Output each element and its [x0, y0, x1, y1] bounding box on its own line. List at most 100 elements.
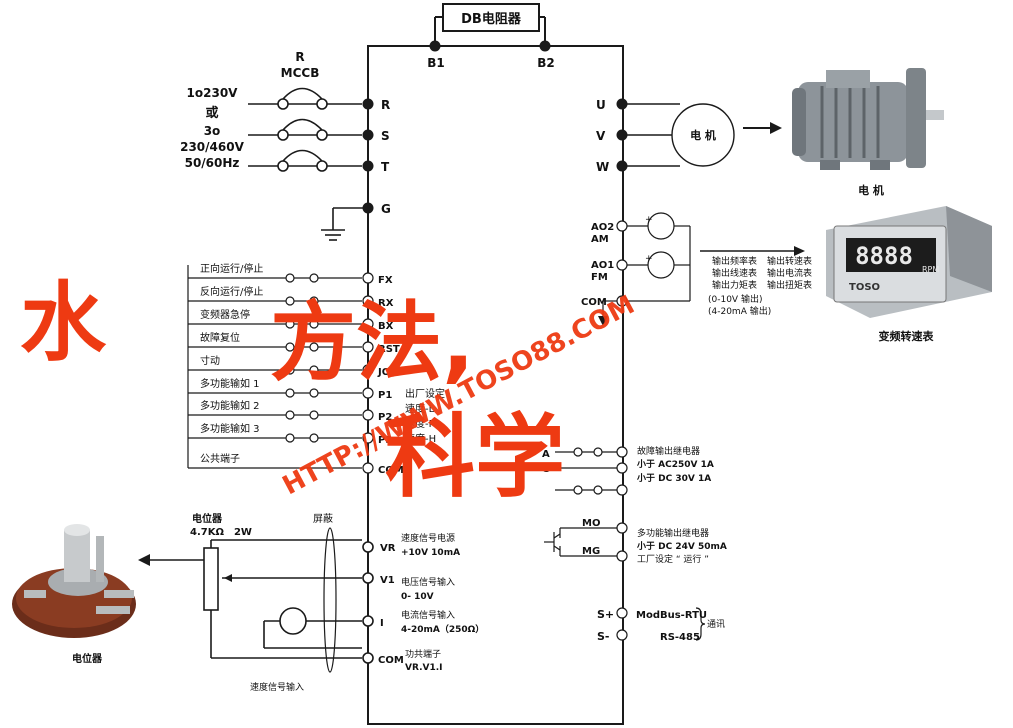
pot-label: 电位器 [192, 512, 223, 525]
pot-spec: 4.7KΩ 2W [190, 527, 252, 538]
terminal-jog: JOG [377, 367, 398, 378]
out-item-6: 输出扭矩表 [767, 279, 812, 291]
terminal-p2: P2 [378, 412, 392, 423]
relay-spec-dc: 小于 DC 30V 1A [636, 472, 711, 484]
mo-spec: 小于 DC 24V 50mA [636, 540, 727, 552]
terminal-com-ai: COM [378, 655, 404, 666]
out-item-2: 输出转速表 [767, 255, 812, 267]
terminal-t: T [381, 160, 390, 174]
speed-set-h: 速度-H [405, 432, 436, 445]
watermark: HTTP://WWW.TOSO88.COM 水 方法, 科学 [20, 273, 640, 510]
input-label-p2: 多功能输如 2 [200, 399, 260, 412]
motor-circle-label: 电 机 [690, 128, 716, 142]
supply-or: 或 [205, 105, 218, 121]
mccb-label: MCCB [281, 66, 320, 80]
terminal-ao1: AO1 [591, 260, 614, 271]
motor-image [792, 68, 944, 170]
terminal-w: W [596, 160, 609, 174]
motor-output: U V W 电 机 [596, 98, 782, 174]
watermark-char-2: 方法, [270, 293, 475, 393]
terminal-fx: FX [378, 275, 393, 286]
terminal-i: I [380, 618, 384, 629]
analog-input: 电位器 4.7KΩ 2W 屏蔽 VR V1 I COM [138, 512, 484, 693]
terminal-b1: B1 [427, 56, 445, 70]
analog-output: AO2 AM AO1 FM COM + + 输出频率表 输出转速表 输出线速表 … [581, 212, 812, 326]
arrow-right-icon [794, 246, 805, 256]
com-spec: VR.V1.I [405, 663, 442, 673]
input-label-p1: 多功能输如 1 [200, 377, 260, 390]
out-range-ma: (4-20mA 输出) [708, 305, 771, 317]
terminal-u: U [596, 98, 606, 112]
terminal-v1: V1 [380, 575, 395, 586]
modbus-label: ModBus-RTU [636, 610, 707, 621]
terminal-v: V [596, 129, 606, 143]
terminal-b2: B2 [537, 56, 555, 70]
supply-frequency: 50/60Hz [185, 156, 240, 170]
watermark-char-1: 水 [20, 273, 107, 373]
terminal-com-in: COM [378, 465, 404, 476]
supply-3phase: 3o [204, 124, 221, 138]
terminal-g: G [381, 202, 391, 216]
terminal-com-ao: COM [581, 297, 607, 308]
vr-desc: 速度信号电源 [401, 532, 455, 544]
mo-default: 工厂设定 “ 运行 ” [637, 553, 709, 565]
digital-inputs: 正向运行/停止 反向运行/停止 变频器急停 故障复位 寸动 多功能输如 1 多功… [187, 262, 445, 476]
speed-set-l: 速度-L [405, 402, 435, 415]
terminal-rx: RX [378, 298, 394, 309]
terminal-am: AM [591, 234, 609, 245]
terminal-bx: BX [378, 321, 394, 332]
out-range-v: (0-10V 输出) [708, 293, 762, 305]
terminal-splus: S+ [597, 608, 614, 621]
input-label-fx: 正向运行/停止 [200, 262, 263, 275]
relay-title: 故障输出继电器 [637, 445, 700, 457]
inverter-body [367, 45, 624, 725]
out-item-4: 输出电流表 [767, 267, 812, 279]
supply-voltage: 230/460V [180, 140, 244, 154]
out-item-1: 输出频率表 [712, 255, 757, 267]
i-desc: 电流信号输入 [401, 609, 455, 621]
terminal-s: S [381, 129, 390, 143]
multi-output: MO MG 多功能输出继电器 小于 DC 24V 50mA 工厂设定 “ 运行 … [544, 518, 727, 565]
input-label-rx: 反向运行/停止 [200, 285, 263, 298]
speed-set-m: 速度-M [405, 417, 437, 430]
speed-set-1: 出厂设定 [405, 387, 445, 400]
rs485-label: RS-485 [660, 632, 700, 643]
input-label-p3: 多功能输如 3 [200, 422, 260, 435]
out-item-5: 输出力矩表 [712, 279, 757, 291]
comm-port: S+ S- ModBus-RTU RS-485 通讯 [597, 607, 725, 643]
supply-1phase: 1o230V [187, 86, 239, 100]
com-desc: 功共端子 [405, 648, 441, 660]
input-label-bx: 变频器急停 [200, 308, 250, 321]
terminal-p3: P3 [378, 435, 392, 446]
db-resistor: DB电阻器 B1 B2 [427, 3, 555, 70]
tachometer-image: 8888 RPM TOSO [826, 206, 992, 318]
meter-brand: TOSO [849, 282, 880, 293]
input-label-com: 公共端子 [200, 452, 240, 465]
terminal-r: R [381, 98, 390, 112]
meter-caption: 变频转速表 [879, 329, 935, 343]
mo-title: 多功能输出继电器 [637, 527, 709, 539]
relay-a: A [542, 449, 550, 460]
arrow-left-icon [138, 554, 204, 566]
terminal-rst: RST [378, 344, 400, 355]
meter-digits: 8888 [855, 242, 913, 270]
input-label-rst: 故障复位 [200, 331, 240, 344]
svg-text:+: + [645, 215, 653, 225]
pot-caption: 电位器 [72, 652, 103, 665]
i-spec: 4-20mA（250Ω） [401, 624, 484, 635]
watermark-char-3: 科学 [385, 405, 565, 510]
terminal-p1: P1 [378, 390, 392, 401]
arrow-right-icon [743, 122, 782, 134]
input-label-jog: 寸动 [200, 354, 220, 367]
terminal-vr: VR [380, 543, 396, 554]
motor-caption: 电 机 [858, 183, 884, 197]
meter-unit: RPM [922, 265, 939, 274]
power-input: R MCCB 1o230V 或 3o 230/460V 50/60Hz R S … [180, 50, 391, 241]
v1-spec: 0- 10V [401, 592, 434, 602]
vr-spec: +10V 10mA [401, 548, 460, 558]
svg-text:+: + [645, 254, 653, 264]
mccb-r-label: R [295, 50, 304, 64]
terminal-ao2: AO2 [591, 222, 614, 233]
relay-c: C [542, 464, 549, 475]
